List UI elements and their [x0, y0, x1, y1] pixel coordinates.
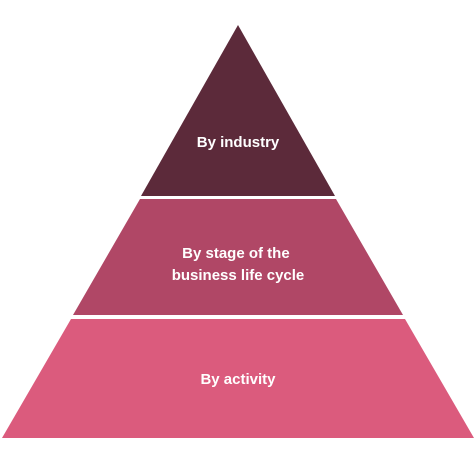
tier-top-label-line-1: By industry: [197, 134, 280, 151]
tier-top-label: By industry: [197, 134, 280, 151]
tier-top-shape: [141, 25, 335, 196]
tier-bottom-label-line-1: By activity: [200, 371, 276, 388]
tier-middle-shape: [73, 199, 403, 315]
tier-bottom-shape: [2, 319, 474, 438]
tier-middle-label: By stage of the business life cycle: [172, 245, 305, 284]
tier-bottom-label: By activity: [200, 371, 276, 388]
tier-middle-label-line-2: business life cycle: [172, 267, 305, 284]
tier-middle-label-line-1: By stage of the: [182, 245, 290, 262]
